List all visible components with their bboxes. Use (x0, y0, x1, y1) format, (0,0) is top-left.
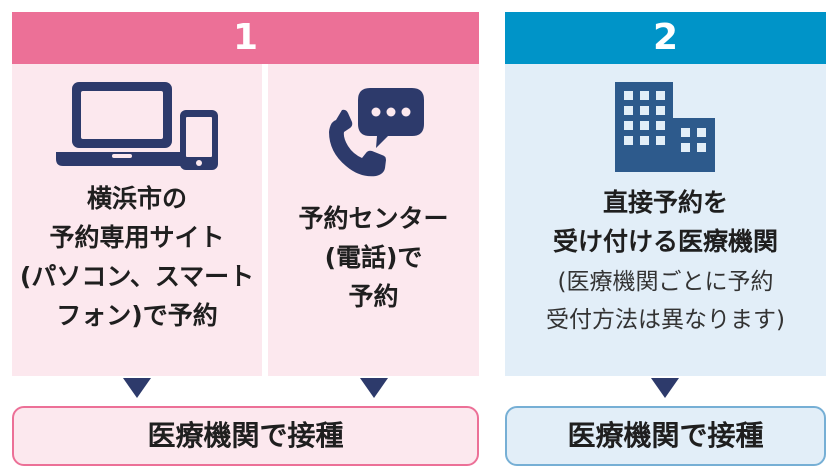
section-2-number: 2 (652, 17, 679, 58)
arrow-down-icon (360, 378, 388, 398)
direct-note-line-1: (医療機関ごとに予約 (557, 269, 774, 295)
site-line-1: 横浜市の (86, 184, 187, 213)
section-1-number: 1 (232, 17, 259, 58)
option-direct-institution: 直接予約を 受け付ける医療機関 (医療機関ごとに予約 受付方法は異なります) (505, 64, 826, 376)
direct-line-2: 受け付ける医療機関 (552, 227, 778, 256)
direct-note-line-2: 受付方法は異なります) (546, 307, 785, 333)
site-line-4: フォン)で予約 (56, 301, 218, 330)
center-line-1: 予約センター (298, 204, 449, 233)
section-1-header: 1 (12, 12, 479, 64)
option-reservation-center: 予約センター (電話)で 予約 (268, 64, 479, 376)
phone-chat-icon (329, 88, 424, 177)
center-line-2: (電話)で (324, 243, 423, 272)
site-line-2: 予約専用サイト (49, 223, 225, 252)
hospital-building-icon (615, 82, 715, 172)
result-1-label: 医療機関で接種 (147, 419, 344, 452)
arrow-down-icon (123, 378, 151, 398)
result-vaccination-at-institution-2: 医療機関で接種 (505, 406, 826, 466)
direct-line-1: 直接予約を (602, 188, 728, 217)
center-line-3: 予約 (348, 282, 399, 311)
section-2-header: 2 (505, 12, 826, 64)
option-reservation-website: 横浜市の 予約専用サイト (パソコン、スマート フォン)で予約 (12, 64, 262, 376)
site-line-3: (パソコン、スマート (19, 262, 255, 291)
result-vaccination-at-institution-1: 医療機関で接種 (12, 406, 479, 466)
arrow-down-icon (651, 378, 679, 398)
result-2-label: 医療機関で接種 (567, 419, 764, 452)
computer-and-tablet-icon (56, 82, 218, 170)
